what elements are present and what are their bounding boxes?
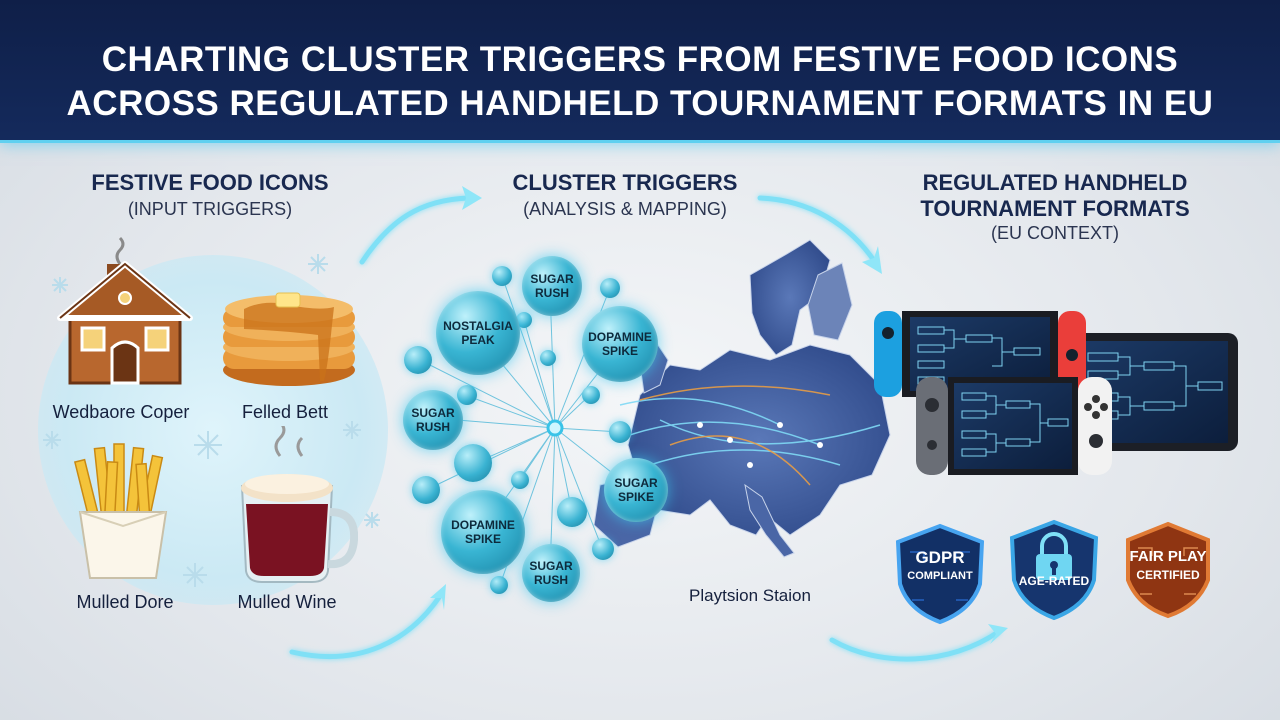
arrow-bottom-right	[829, 629, 1001, 662]
bubble-line-1: NOSTALGIA	[443, 319, 513, 333]
small-bubble	[582, 386, 600, 404]
bubble-line-1: SUGAR	[529, 559, 573, 573]
italy-shape	[744, 483, 795, 558]
formats-column-title-1: REGULATED HANDHELD	[922, 170, 1188, 195]
page-title: CHARTING CLUSTER TRIGGERS FROM FESTIVE F…	[0, 38, 1280, 126]
food-label-mulled-wine: Mulled Wine	[237, 592, 337, 612]
finland-shape	[807, 262, 853, 341]
arrow-food-to-cluster	[359, 195, 471, 265]
small-bubble	[609, 421, 631, 443]
gdpr-badge-line1: GDPR	[915, 548, 965, 567]
bubble-line-2: SPIKE	[601, 344, 638, 358]
bubble-line-2: RUSH	[534, 286, 569, 300]
cluster-column-title: CLUSTER TRIGGERS	[512, 170, 738, 195]
fair-play-badge-line2: CERTIFIED	[1136, 568, 1200, 582]
gdpr-badge	[895, 523, 985, 625]
title-line-1: CHARTING CLUSTER TRIGGERS FROM FESTIVE F…	[101, 40, 1179, 79]
food-label-fries: Mulled Dore	[76, 592, 174, 612]
mainland-shape	[627, 344, 891, 536]
small-bubble	[457, 385, 477, 405]
small-bubble	[540, 350, 556, 366]
age-rated-badge	[1009, 519, 1099, 621]
handheld-devices	[874, 311, 1238, 475]
fair-play-badge-line1: FAIR PLAY	[1129, 548, 1207, 565]
bubble-line-1: SUGAR	[614, 476, 658, 490]
small-bubble	[490, 576, 508, 594]
lock-icon	[1036, 532, 1072, 580]
gingerbread-house-icon	[57, 236, 193, 385]
title-line-2: ACROSS REGULATED HANDHELD TOURNAMENT FOR…	[66, 84, 1214, 123]
food-label-pancakes: Felled Bett	[241, 402, 329, 422]
switch-device-grey-white	[916, 377, 1112, 475]
mulled-wine-mug-icon	[240, 426, 358, 583]
map-label: Playtsion Staion	[689, 586, 811, 605]
food-label-gingerbread: Wedbaore Coper	[52, 402, 190, 422]
formats-column-title-2: TOURNAMENT FORMATS	[920, 196, 1190, 221]
small-bubble	[516, 312, 532, 328]
bubble-line-1: DOPAMINE	[588, 330, 652, 344]
fair-play-badge	[1126, 521, 1210, 619]
bubble-line-1: DOPAMINE	[451, 518, 515, 532]
scandinavia-shape	[749, 239, 831, 356]
small-bubble	[557, 497, 587, 527]
bubble-line-1: SUGAR	[530, 272, 574, 286]
cluster-column-subtitle: (ANALYSIS & MAPPING)	[523, 199, 727, 219]
bubble-line-2: RUSH	[415, 420, 450, 434]
food-column-subtitle: (INPUT TRIGGERS)	[127, 199, 293, 219]
bubble-line-2: PEAK	[461, 333, 495, 347]
small-bubble	[600, 278, 620, 298]
bubble-line-2: RUSH	[533, 573, 568, 587]
bubble-line-2: SPIKE	[464, 532, 501, 546]
formats-column-subtitle: (EU CONTEXT)	[991, 223, 1119, 243]
age-rated-badge-label: AGE-RATED	[1018, 574, 1090, 588]
fries-icon	[73, 443, 168, 579]
pancakes-icon	[223, 292, 355, 386]
arrow-bottom-left	[289, 593, 443, 659]
arrow-cluster-to-formats	[757, 195, 878, 265]
network-hub	[546, 419, 564, 437]
header-banner: CHARTING CLUSTER TRIGGERS FROM FESTIVE F…	[0, 0, 1280, 143]
small-bubble	[511, 471, 529, 489]
small-bubble	[454, 444, 492, 482]
small-bubble	[404, 346, 432, 374]
bubble-line-1: SUGAR	[411, 406, 455, 420]
bubble-line-2: SPIKE	[617, 490, 654, 504]
small-bubble	[412, 476, 440, 504]
small-bubble	[592, 538, 614, 560]
small-bubble	[492, 266, 512, 286]
gdpr-badge-line2: COMPLIANT	[907, 570, 973, 582]
food-column-title: FESTIVE FOOD ICONS	[91, 170, 329, 195]
